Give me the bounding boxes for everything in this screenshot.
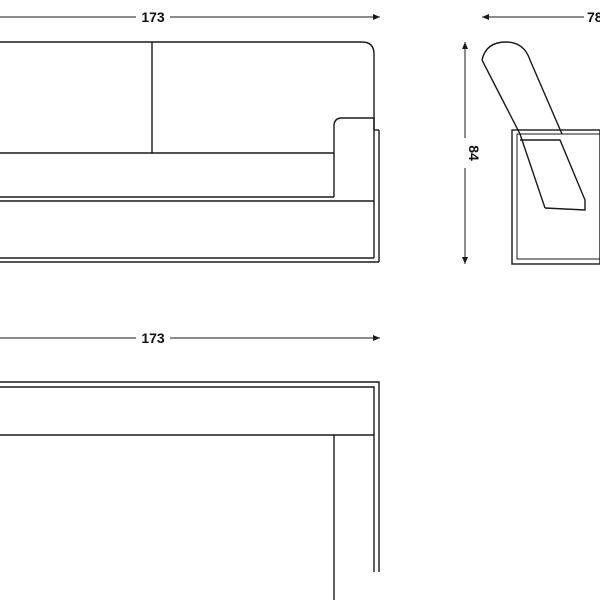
front-width-label: 173: [141, 9, 165, 25]
side-backrest: [481, 41, 563, 135]
front-view: 173: [0, 8, 380, 263]
side-frame: [511, 129, 600, 265]
top-view: 173: [0, 329, 380, 600]
side-height-label: 84: [466, 145, 482, 161]
front-backrest: [0, 41, 375, 130]
front-armrest: [333, 117, 375, 197]
top-width-label: 173: [141, 330, 165, 346]
top-frame: [0, 381, 380, 572]
side-depth-label: 78: [587, 9, 600, 25]
side-view: 78 84: [455, 8, 600, 265]
side-seat-cushion: [520, 139, 586, 211]
